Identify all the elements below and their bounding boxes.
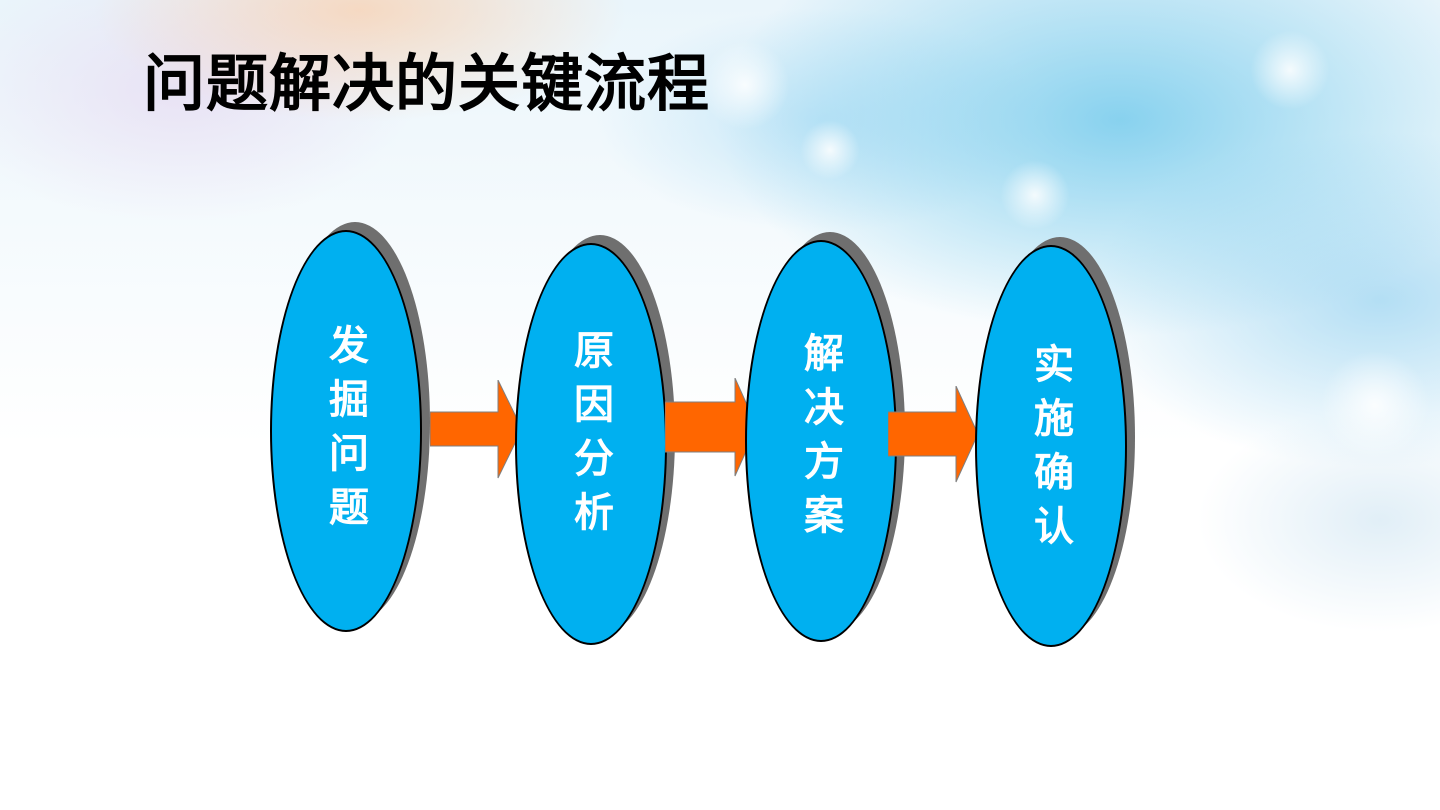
slide-title: 问题解决的关键流程 — [143, 47, 711, 120]
step-label: 发掘问题 — [322, 324, 368, 540]
bokeh-light — [1320, 350, 1430, 460]
bokeh-light — [700, 40, 790, 130]
step-node-solution: 解决方案 — [745, 232, 905, 642]
bokeh-light — [800, 120, 860, 180]
node-ellipse — [975, 245, 1127, 647]
bokeh-light — [1000, 160, 1070, 230]
node-ellipse — [515, 243, 667, 645]
step-node-analysis: 原因分析 — [515, 235, 675, 645]
flow-arrow — [888, 386, 979, 483]
step-node-confirm: 实施确认 — [975, 237, 1135, 647]
node-ellipse — [270, 230, 422, 632]
step-label: 解决方案 — [797, 332, 843, 548]
step-label: 实施确认 — [1027, 343, 1073, 559]
flow-arrow — [430, 380, 523, 479]
step-label: 原因分析 — [567, 329, 613, 545]
step-node-discover: 发掘问题 — [270, 222, 430, 632]
bokeh-light — [1250, 30, 1330, 110]
